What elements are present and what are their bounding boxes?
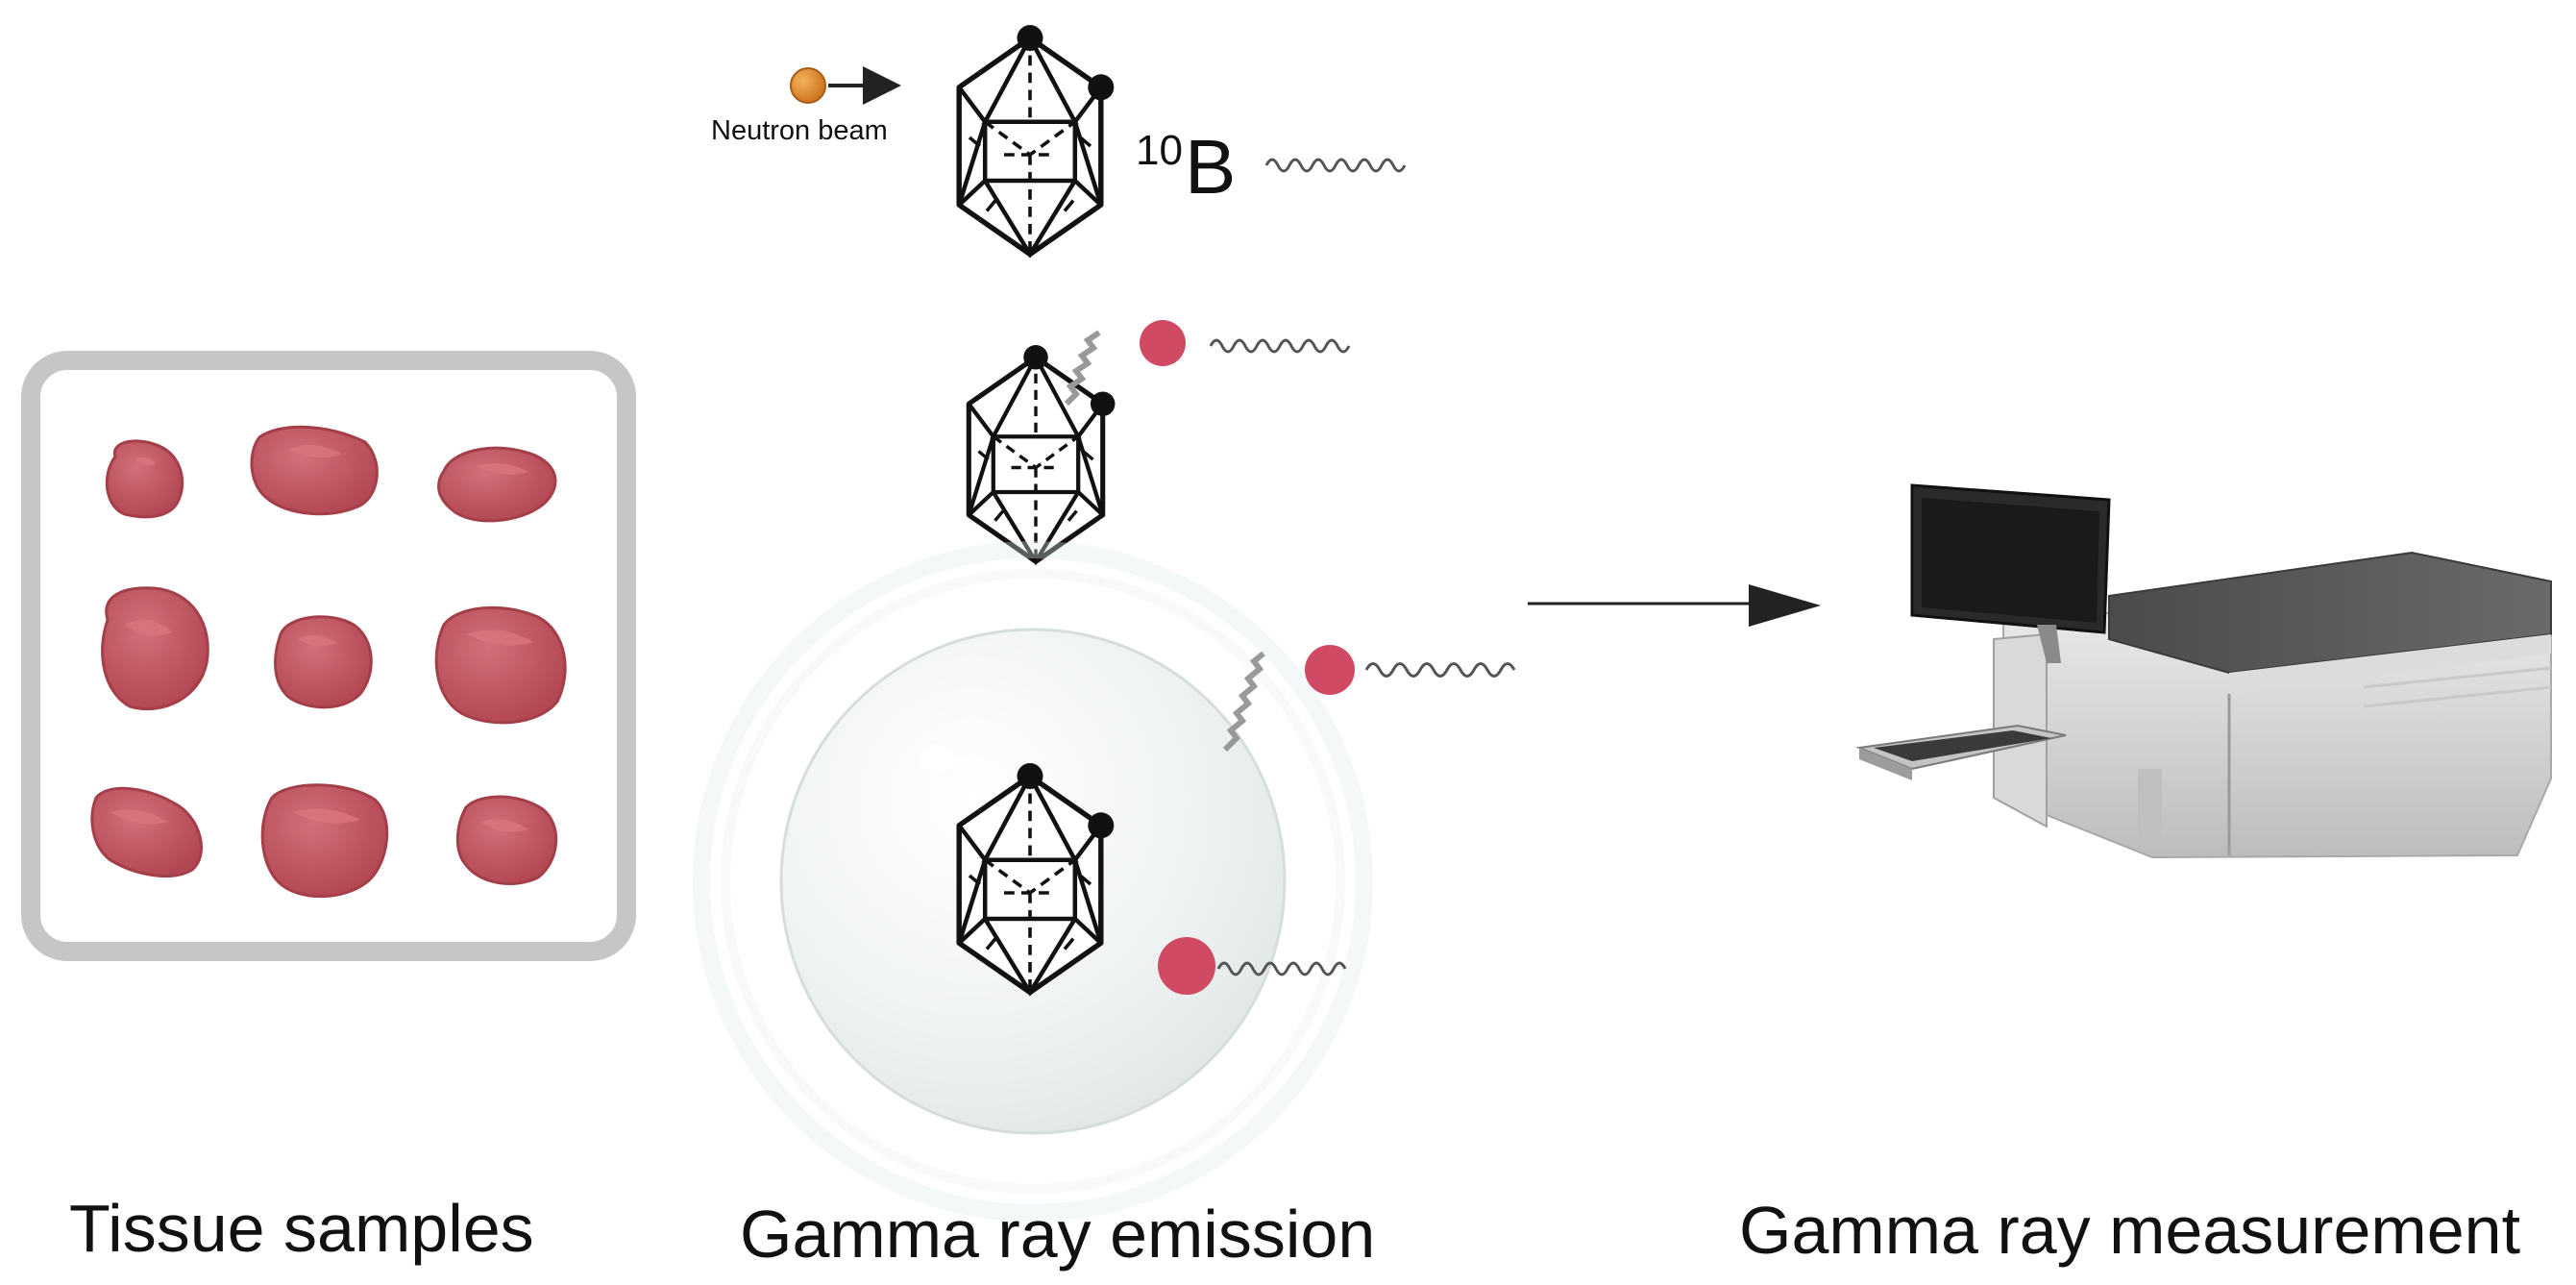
cell-highlight <box>920 744 954 775</box>
cell-halo <box>693 541 1373 1222</box>
tissue-sample <box>250 425 379 516</box>
gamma-counter-machine <box>1993 551 2552 859</box>
gamma-wave-membrane <box>1364 662 1516 678</box>
neutron-beam-label: Neutron beam <box>711 115 888 146</box>
linker-chain-middle <box>1064 330 1101 407</box>
monitor <box>1910 483 2111 663</box>
tissue-sample <box>260 783 389 899</box>
keyboard <box>1855 724 2067 780</box>
tissue-sample <box>90 786 203 877</box>
isotope-mass-number: 10 <box>1136 127 1183 174</box>
caption-gamma-emission: Gamma ray emission <box>740 1197 1376 1272</box>
tissue-sample <box>434 605 567 725</box>
isotope-symbol: B <box>1184 124 1237 210</box>
gamma-particle-membrane <box>1305 645 1355 695</box>
process-arrow <box>1528 584 1821 627</box>
gamma-wave-middle <box>1209 338 1351 354</box>
neutron-particle <box>790 67 826 104</box>
caption-gamma-measurement: Gamma ray measurement <box>1739 1193 2521 1268</box>
gamma-wave-cell <box>1216 961 1347 976</box>
boron-isotope-label: 10B <box>1136 123 1236 211</box>
tissue-samples-grid <box>90 425 567 899</box>
linker-chain-cell <box>1222 651 1265 753</box>
tissue-sample <box>105 439 184 519</box>
tissue-sample <box>101 586 209 711</box>
tissue-sample <box>455 795 558 885</box>
gamma-wave-top <box>1264 158 1407 173</box>
tissue-sample <box>437 446 557 523</box>
caption-tissue-samples: Tissue samples <box>69 1191 534 1266</box>
gamma-particle-middle <box>1140 320 1186 366</box>
gamma-particle-cell <box>1158 937 1215 995</box>
